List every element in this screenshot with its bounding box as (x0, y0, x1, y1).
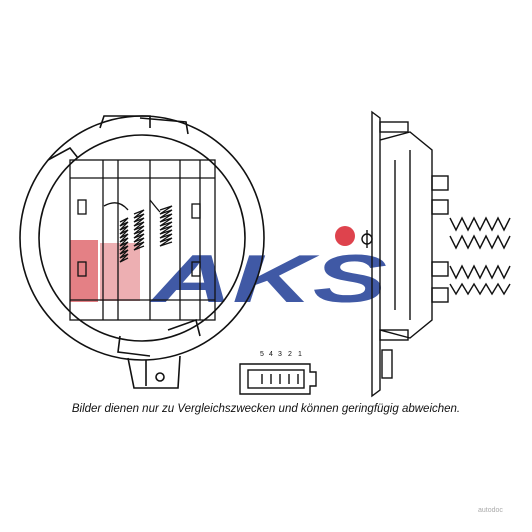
side-coil-low (449, 282, 511, 296)
aks-watermark: AKS (70, 226, 387, 317)
bottom-clip-left (117, 335, 151, 357)
slot (191, 261, 201, 277)
side-coil-mid (449, 234, 511, 250)
pin-label-3: 3 (278, 351, 282, 358)
connector-pin-labels: 5 4 3 2 1 (260, 351, 302, 358)
resistor-coil-mid (133, 209, 145, 251)
pin-label-4: 4 (269, 351, 273, 358)
connector-pins (261, 374, 299, 384)
side-rib-top (379, 121, 409, 133)
watermark-red-dot (335, 226, 355, 246)
side-knob-bottom (381, 349, 393, 379)
lead-wire (149, 199, 161, 213)
board-frame (69, 159, 216, 321)
terminal-block (431, 287, 449, 303)
terminal-block (431, 199, 449, 215)
slot (77, 261, 87, 277)
watermark-text: AKS (149, 241, 387, 317)
top-clip-right (139, 117, 189, 135)
pin-label-5: 5 (260, 351, 264, 358)
footer-mark: autodoc (478, 507, 503, 514)
disclaimer-caption: Bilder dienen nur zu Vergleichszwecken u… (71, 403, 461, 415)
slot (77, 199, 87, 215)
mounting-tab-hole (155, 372, 165, 382)
front-view-housing (19, 115, 265, 389)
resistor-coil-right (159, 205, 173, 247)
top-clip (99, 115, 151, 129)
left-clip (47, 146, 79, 161)
connector-inner (247, 369, 305, 389)
inner-ring (38, 134, 246, 342)
side-coil-bot (449, 264, 511, 280)
connector-view (239, 363, 317, 395)
terminal-block (431, 175, 449, 191)
side-rib-bottom (379, 329, 409, 341)
pin-label-1: 1 (298, 351, 302, 358)
resistor-board (69, 159, 216, 321)
outer-ring (19, 115, 265, 361)
connector-housing (239, 363, 317, 395)
resistor-coil-left (119, 217, 129, 263)
side-coil-top (449, 216, 511, 232)
mounting-tab (127, 355, 181, 389)
pin-label-2: 2 (288, 351, 292, 358)
bottom-clip-right (167, 318, 201, 337)
watermark-red-block-left (70, 240, 98, 302)
lead-wire (103, 202, 129, 211)
slot (191, 203, 201, 219)
watermark-red-block-mid (100, 243, 140, 301)
side-body (379, 131, 433, 339)
side-flange (371, 110, 381, 398)
side-view (361, 110, 511, 398)
terminal-block (431, 261, 449, 277)
